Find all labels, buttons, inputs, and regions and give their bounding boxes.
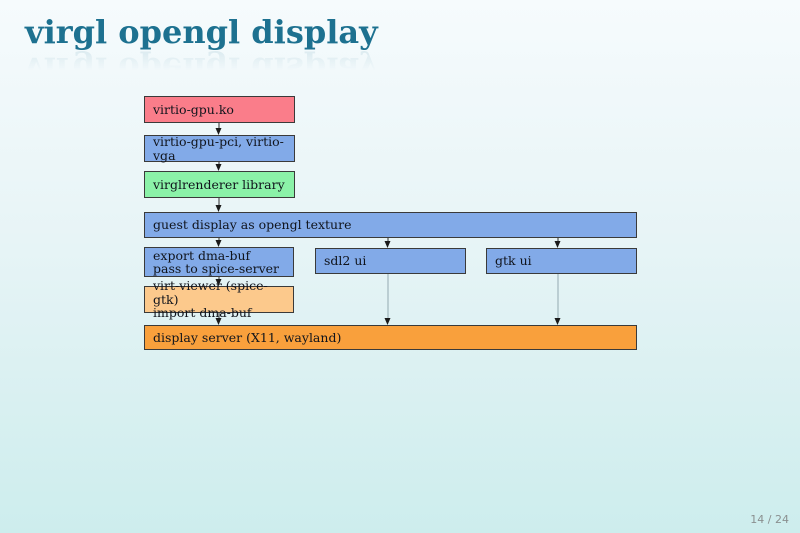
diagram-node-virtio-gpu-ko: virtio-gpu.ko — [144, 96, 295, 123]
arrowhead-icon — [215, 279, 222, 286]
arrowhead-icon — [215, 164, 222, 171]
diagram-node-label: virtio-gpu-pci, virtio-vga — [153, 134, 284, 163]
arrowhead-icon — [215, 128, 222, 135]
diagram-node-display-server: display server (X11, wayland) — [144, 325, 637, 350]
edge-sdl2-ui-to-display-server — [387, 274, 389, 319]
edge-guest-display-to-sdl2-ui — [387, 238, 389, 242]
edge-export-dma-buf-to-virt-viewer — [218, 277, 220, 280]
arrowhead-icon — [215, 205, 222, 212]
page-title: virgl opengl display — [25, 13, 378, 51]
arrowhead-icon — [215, 240, 222, 247]
page-number: 14 / 24 — [750, 513, 789, 526]
arrowhead-icon — [384, 318, 391, 325]
diagram-node-virtio-gpu-pci: virtio-gpu-pci, virtio-vga — [144, 135, 295, 162]
diagram-node-label: gtk ui — [495, 253, 532, 269]
diagram-node-sdl2-ui: sdl2 ui — [315, 248, 466, 274]
arrowhead-icon — [554, 318, 561, 325]
edge-gtk-ui-to-display-server — [557, 274, 559, 319]
diagram-node-label: export dma-buf pass to spice-server — [153, 247, 280, 276]
edge-virglrenderer-to-guest-display — [218, 198, 220, 206]
diagram-node-virt-viewer: virt-viewer (spice-gtk) import dma-buf — [144, 279, 294, 319]
edge-guest-display-to-gtk-ui — [557, 238, 559, 242]
arrowhead-icon — [384, 241, 391, 248]
diagram-node-virglrenderer: virglrenderer library — [144, 171, 295, 198]
diagram-node-export-dma-buf: export dma-buf pass to spice-server — [144, 247, 294, 277]
diagram-node-label: sdl2 ui — [324, 253, 367, 269]
diagram-node-label: virt-viewer (spice-gtk) import dma-buf — [153, 278, 268, 321]
edge-guest-display-to-export-dma-buf — [218, 238, 220, 241]
diagram-node-label: guest display as opengl texture — [153, 217, 352, 233]
arrowhead-icon — [215, 318, 222, 325]
edge-virtio-gpu-ko-to-virtio-gpu-pci — [218, 123, 220, 129]
diagram-node-label: virglrenderer library — [153, 176, 285, 192]
arrowhead-icon — [554, 241, 561, 248]
edge-virt-viewer-to-display-server — [218, 313, 220, 319]
diagram-node-guest-display: guest display as opengl texture — [144, 212, 637, 238]
edge-virtio-gpu-pci-to-virglrenderer — [218, 162, 220, 165]
diagram-node-label: display server (X11, wayland) — [153, 329, 342, 345]
diagram-node-gtk-ui: gtk ui — [486, 248, 637, 274]
diagram-node-label: virtio-gpu.ko — [153, 101, 234, 117]
